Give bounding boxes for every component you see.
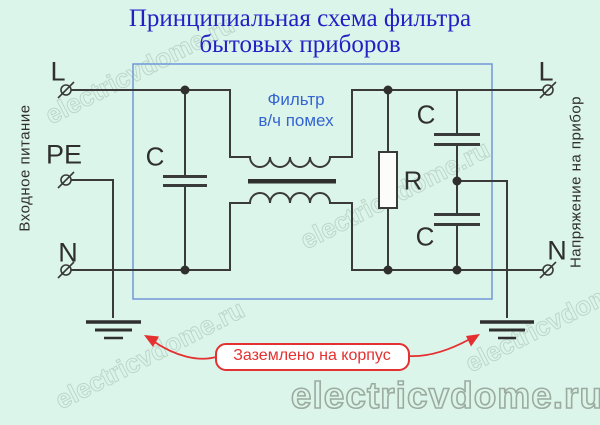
callout-arrows	[144, 334, 480, 360]
callout-arrowhead-left-icon	[144, 335, 159, 347]
wire-ground-tap	[457, 180, 508, 318]
page-title: Принципиальная схема фильтра бытовых при…	[0, 6, 600, 58]
capacitor-bottom-right-icon	[434, 213, 480, 226]
capacitor-top-right-icon	[434, 133, 480, 146]
wire-pe	[71, 179, 114, 318]
junction-dot	[180, 85, 190, 95]
capacitor-left-label: C	[145, 141, 165, 172]
terminal-label-n-left: N	[58, 237, 78, 268]
terminal-label-l-left: L	[50, 56, 66, 87]
page-title-line1: Принципиальная схема фильтра	[128, 5, 472, 32]
callout-box	[215, 343, 410, 371]
callout-arrow-left	[152, 340, 217, 360]
wire-line-n	[71, 192, 543, 271]
site-watermark: electricvdome.ru	[290, 374, 600, 417]
junction-dots	[180, 85, 462, 275]
junction-dot	[180, 265, 190, 275]
terminal-n-left-icon	[57, 261, 75, 279]
terminal-label-pe-left: PE	[45, 139, 83, 170]
terminal-label-l-right: L	[538, 56, 554, 87]
filter-box-label-line2: в/ч помех	[258, 111, 334, 130]
ground-right-icon	[480, 320, 534, 340]
page-title-line2: бытовых приборов	[199, 31, 401, 58]
callout-text: Заземлено на корпус	[233, 347, 391, 364]
junction-dot	[383, 85, 393, 95]
capacitor-top-right-label: C	[416, 99, 436, 130]
ground-left-icon	[86, 320, 141, 340]
capacitor-plates	[163, 133, 480, 226]
terminals	[57, 81, 557, 279]
capacitor-left-icon	[163, 175, 207, 187]
callout-arrowhead-right-icon	[466, 334, 480, 347]
terminal-l-left-icon	[57, 81, 75, 99]
junction-dot	[452, 176, 462, 186]
choke-core-icon	[248, 179, 336, 184]
wire-line-l	[71, 89, 543, 168]
wires	[71, 89, 543, 318]
filter-box-label-line1: Фильтр	[267, 90, 325, 109]
junction-dot	[452, 265, 462, 275]
terminal-pe-left-icon	[57, 171, 75, 189]
filter-box-label: Фильтр в/ч помех	[258, 89, 333, 131]
capacitor-bottom-right-label: C	[415, 221, 435, 252]
terminal-n-right-icon	[539, 261, 557, 279]
terminal-l-right-icon	[539, 81, 557, 99]
input-power-caption: Входное питание	[16, 104, 34, 232]
callout-arrow-right	[408, 338, 471, 357]
resistor-label: R	[403, 165, 423, 196]
junction-dot	[383, 265, 393, 275]
resistor-icon	[378, 151, 398, 209]
terminal-label-n-right: N	[547, 235, 567, 266]
output-voltage-caption: Напряжение на прибор	[567, 95, 585, 269]
